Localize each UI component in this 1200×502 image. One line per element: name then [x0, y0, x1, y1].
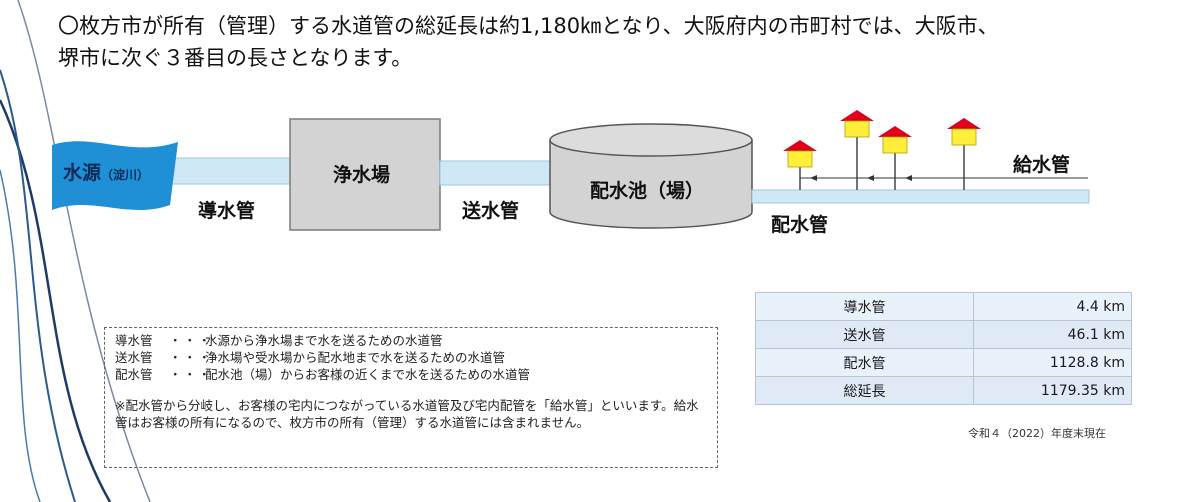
- note-term: 配水管: [115, 367, 153, 382]
- water-source-label: 水源（淀川）: [63, 158, 149, 185]
- table-cell-name: 配水管: [755, 348, 974, 377]
- headline-line-1: 〇枚方市が所有（管理）する水道管の総延長は約1,180㎞となり、大阪府内の市町村…: [58, 14, 999, 38]
- distribution-pipe-label: 配水管: [771, 214, 829, 236]
- table-cell-value: 46.1 km: [973, 320, 1132, 349]
- house: [783, 140, 817, 190]
- conduit-pipe: [167, 157, 291, 185]
- table-cell-name: 送水管: [755, 320, 974, 349]
- note-separator: ・・・: [169, 350, 213, 365]
- water-source-shape: [52, 141, 178, 210]
- flow-arrow-icon: [867, 175, 874, 181]
- headline: 〇枚方市が所有（管理）する水道管の総延長は約1,180㎞となり、大阪府内の市町村…: [58, 10, 1178, 74]
- arc-line: [17, 0, 151, 502]
- house: [947, 118, 981, 190]
- pipe-length-table: 導水管 4.4 km 送水管 46.1 km 配水管 1128.8 km 総延長…: [755, 292, 1132, 405]
- table-row: 配水管 1128.8 km: [755, 348, 1132, 377]
- table-cell-value: 4.4 km: [973, 292, 1132, 321]
- headline-line-2: 堺市に次ぐ３番目の長さとなります。: [58, 46, 413, 70]
- note-description: 水源から浄水場まで水を送るための水道管: [205, 333, 443, 348]
- table-cell-name: 総延長: [755, 376, 974, 405]
- flow-arrow-icon: [905, 175, 912, 181]
- reservoir-label: 配水池（場）: [590, 180, 705, 202]
- table-cell-value: 1128.8 km: [973, 348, 1132, 377]
- flow-arrow-icon: [810, 175, 817, 181]
- note-service-pipe-explanation: ※配水管から分岐し、お客様の宅内につながっている水道管及び宅内配管を「給水管」と…: [115, 398, 699, 430]
- notes-box: 導水管 ・・・ 水源から浄水場まで水を送るための水道管 送水管 ・・・ 浄水場や…: [104, 327, 718, 468]
- note-separator: ・・・: [169, 367, 213, 382]
- house: [840, 110, 874, 190]
- table-cell-value: 1179.35 km: [973, 376, 1132, 405]
- distribution-pipe: [751, 189, 1090, 204]
- note-term: 導水管: [115, 333, 153, 348]
- service-pipe-label: 給水管: [1013, 154, 1071, 176]
- note-row: 配水管 ・・・ 配水池（場）からお客様の近くまで水を送るための水道管: [115, 366, 707, 383]
- arc-line: [0, 69, 76, 502]
- purification-plant-label: 浄水場: [333, 164, 391, 186]
- note-separator: ・・・: [169, 333, 213, 348]
- reservoir-top: [549, 123, 753, 157]
- water-source-name: 水源: [63, 162, 102, 184]
- table-cell-name: 導水管: [755, 292, 974, 321]
- table-row: 送水管 46.1 km: [755, 320, 1132, 349]
- transmission-pipe: [439, 160, 551, 186]
- note-term: 送水管: [115, 350, 153, 365]
- table-row: 総延長 1179.35 km: [755, 376, 1132, 405]
- conduit-pipe-label: 導水管: [198, 200, 256, 222]
- as-of-date-note: 令和４（2022）年度末現在: [968, 427, 1106, 440]
- table-row: 導水管 4.4 km: [755, 292, 1132, 321]
- arc-line: [0, 169, 41, 502]
- note-description: 配水池（場）からお客様の近くまで水を送るための水道管: [205, 367, 531, 382]
- note-row: 導水管 ・・・ 水源から浄水場まで水を送るための水道管: [115, 332, 707, 349]
- note-description: 浄水場や受水場から配水地まで水を送るための水道管: [205, 350, 506, 365]
- note-row: 送水管 ・・・ 浄水場や受水場から配水地まで水を送るための水道管: [115, 349, 707, 366]
- reservoir-body: [549, 140, 753, 229]
- purification-plant-box: [289, 118, 441, 231]
- water-source-sub: （淀川）: [101, 168, 150, 182]
- transmission-pipe-label: 送水管: [462, 200, 520, 222]
- house: [878, 126, 912, 190]
